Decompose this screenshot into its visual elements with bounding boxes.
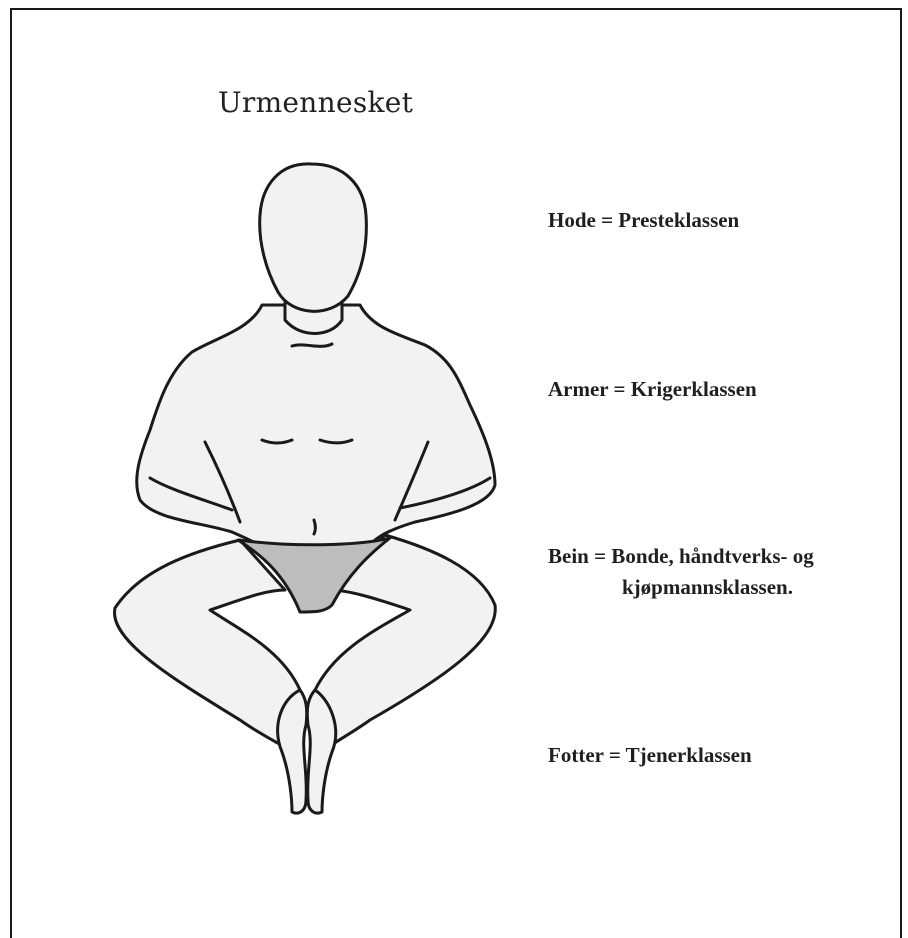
navel xyxy=(314,520,316,534)
head xyxy=(260,164,367,311)
label-feet: Fotter = Tjenerklassen xyxy=(548,743,752,768)
torso xyxy=(137,305,495,548)
collar-line xyxy=(292,344,332,346)
label-arms: Armer = Krigerklassen xyxy=(548,377,757,402)
left-foot xyxy=(278,690,307,813)
label-head: Hode = Presteklassen xyxy=(548,208,739,233)
label-feet-text: Fotter = Tjenerklassen xyxy=(548,743,752,767)
left-leg xyxy=(114,540,300,760)
label-legs-text: Bein = Bonde, håndtverks- og xyxy=(548,544,814,568)
label-legs-text-line2: kjøpmannsklassen. xyxy=(548,575,814,600)
label-head-text: Hode = Presteklassen xyxy=(548,208,739,232)
right-foot xyxy=(307,690,335,813)
label-arms-text: Armer = Krigerklassen xyxy=(548,377,757,401)
label-legs: Bein = Bonde, håndtverks- og kjøpmannskl… xyxy=(548,544,814,600)
